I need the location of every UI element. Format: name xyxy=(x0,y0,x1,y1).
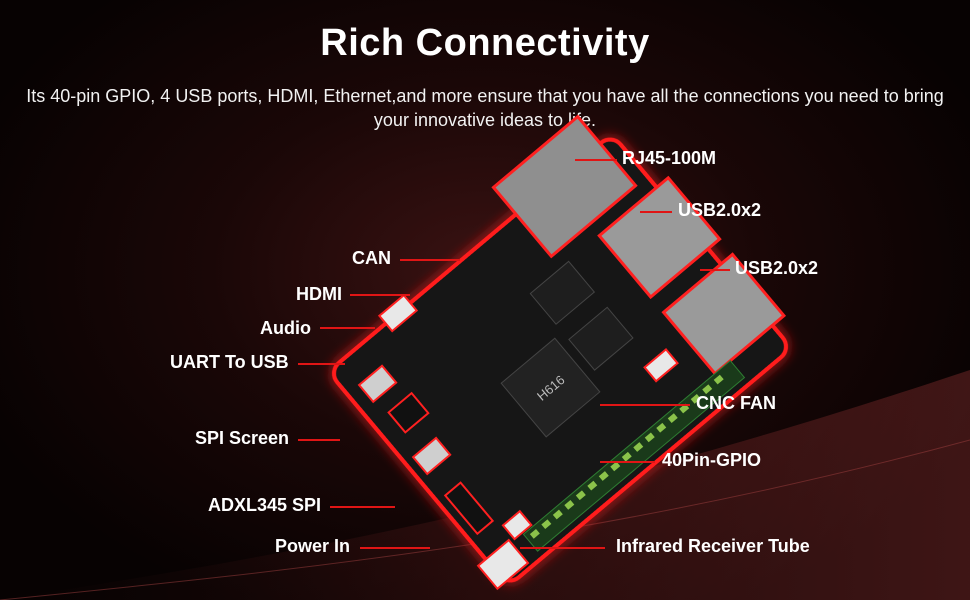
label-power: Power In xyxy=(275,536,351,556)
label-gpio: 40Pin-GPIO xyxy=(662,450,762,470)
label-spi-screen: SPI Screen xyxy=(195,428,290,448)
label-rj45: RJ45-100M xyxy=(622,148,717,168)
label-hdmi: HDMI xyxy=(296,284,342,304)
page-title: Rich Connectivity xyxy=(320,22,650,64)
label-adxl: ADXL345 SPI xyxy=(208,495,322,515)
label-usb-top: USB2.0x2 xyxy=(678,200,762,220)
label-cnc-fan: CNC FAN xyxy=(696,393,776,413)
label-usb-bottom: USB2.0x2 xyxy=(735,258,819,278)
page-subtitle: Its 40-pin GPIO, 4 USB ports, HDMI, Ethe… xyxy=(26,86,944,130)
label-audio: Audio xyxy=(260,318,311,338)
label-can: CAN xyxy=(352,248,391,268)
label-uart: UART To USB xyxy=(170,352,289,372)
label-ir: Infrared Receiver Tube xyxy=(616,536,810,556)
